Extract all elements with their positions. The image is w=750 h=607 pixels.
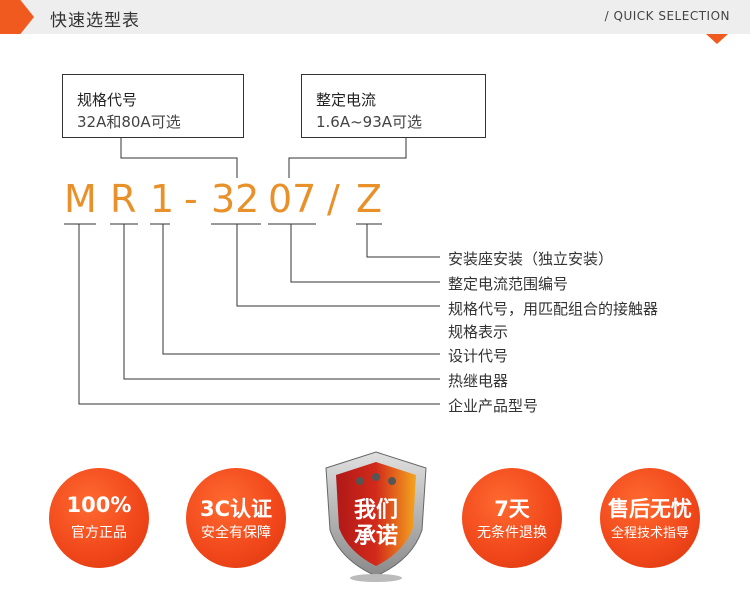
model-char-m: M: [64, 177, 97, 221]
badge-return-main: 7天: [494, 497, 530, 521]
badge-aftersales-main: 售后无忧: [608, 497, 692, 521]
model-char-z: Z: [356, 177, 383, 221]
spec-code-box: 规格代号 32A和80A可选: [62, 74, 244, 138]
label-spec-code: 规格代号，用匹配组合的接触器: [448, 300, 659, 318]
current-setting-title: 整定电流: [316, 91, 377, 109]
badge-genuine: 100% 官方正品: [49, 468, 149, 568]
current-setting-desc: 1.6A~93A可选: [316, 113, 423, 131]
spec-code-desc: 32A和80A可选: [77, 113, 181, 131]
section-header: 快速选型表 / QUICK SELECTION: [0, 0, 750, 34]
badge-3c: 3C认证 安全有保障: [186, 468, 286, 568]
label-design-code: 设计代号: [448, 347, 509, 365]
badge-genuine-sub: 官方正品: [71, 525, 127, 541]
current-setting-box: 整定电流 1.6A~93A可选: [301, 74, 486, 138]
model-char-32: 32: [211, 177, 260, 221]
spec-code-title: 规格代号: [77, 91, 138, 109]
label-current-range: 整定电流范围编号: [448, 275, 569, 293]
page-subtitle: / QUICK SELECTION: [604, 9, 730, 23]
badge-genuine-main: 100%: [66, 493, 132, 517]
badge-return: 7天 无条件退换: [462, 468, 562, 568]
model-char-dash: -: [184, 177, 198, 221]
shield-text-line1: 我们: [353, 498, 398, 523]
shield-text-line2: 承诺: [353, 524, 398, 549]
model-char-slash: /: [327, 177, 340, 221]
model-char-1: 1: [150, 177, 175, 221]
header-down-triangle-icon: [706, 34, 728, 44]
badge-3c-main: 3C认证: [199, 497, 273, 521]
badge-return-sub: 无条件退换: [477, 525, 547, 541]
promise-shield: 我们 承诺: [320, 448, 432, 584]
label-spec-note: 规格表示: [448, 323, 509, 341]
shield-icon: [325, 451, 427, 582]
model-char-07: 07: [268, 177, 317, 221]
model-char-r: R: [110, 177, 137, 221]
label-thermal-relay: 热继电器: [448, 372, 509, 390]
badge-aftersales: 售后无忧 全程技术指导: [600, 468, 700, 568]
label-enterprise-model: 企业产品型号: [448, 397, 539, 415]
page-title: 快速选型表: [50, 11, 140, 31]
badge-3c-sub: 安全有保障: [201, 525, 271, 541]
label-mount: 安装座安装（独立安装）: [448, 250, 614, 268]
badge-aftersales-sub: 全程技术指导: [610, 526, 689, 541]
